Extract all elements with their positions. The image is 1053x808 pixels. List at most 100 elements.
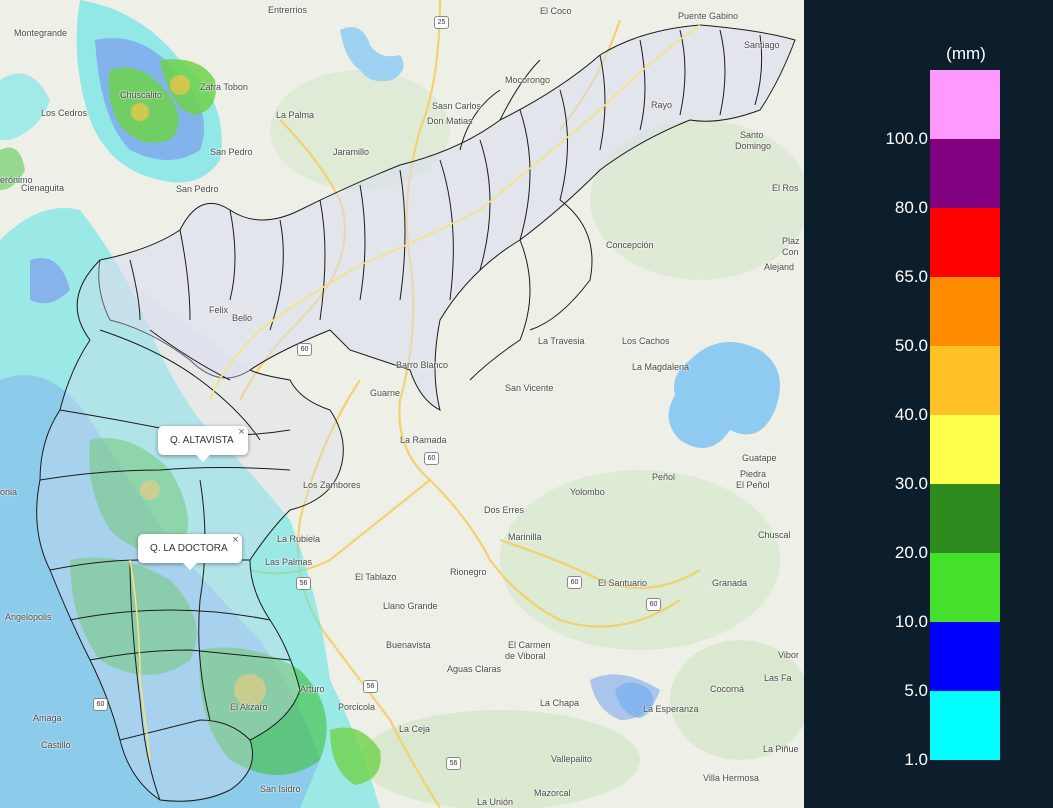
place-label: El Tablazo bbox=[355, 572, 397, 582]
highway-shield: 56 bbox=[296, 577, 311, 590]
legend-swatch bbox=[930, 415, 1000, 484]
legend-swatch bbox=[930, 139, 1000, 208]
place-label: Porcicola bbox=[338, 702, 376, 712]
legend-swatch bbox=[930, 346, 1000, 415]
highway-shield: 56 bbox=[446, 757, 461, 770]
legend-swatch bbox=[930, 484, 1000, 553]
river-layer bbox=[129, 24, 701, 761]
highway-shield: 60 bbox=[297, 343, 312, 356]
place-label: Arturo bbox=[300, 684, 325, 694]
place-label: Yolombo bbox=[570, 487, 605, 497]
close-icon[interactable]: × bbox=[238, 426, 245, 438]
highway-shield: 60 bbox=[646, 598, 661, 611]
place-label: La Piñue bbox=[763, 744, 799, 754]
place-label: Los Cedros bbox=[41, 108, 88, 118]
place-label: Rionegro bbox=[450, 567, 487, 577]
place-label: Barro Blanco bbox=[396, 360, 449, 370]
place-label: El Coco bbox=[540, 6, 572, 16]
place-label: Peñol bbox=[652, 472, 676, 482]
place-label: Sasn Carlos bbox=[432, 101, 482, 111]
place-label: Dos Erres bbox=[484, 505, 525, 515]
legend-tick-label: 30.0 bbox=[894, 474, 928, 493]
place-label: Las Palmas bbox=[265, 557, 313, 567]
place-label: El Santuario bbox=[598, 578, 648, 588]
watershed-popup-altavista[interactable]: Q. ALTAVISTA × bbox=[158, 426, 248, 462]
highway-shield: 25 bbox=[434, 16, 449, 29]
legend-tick-label: 40.0 bbox=[894, 405, 928, 424]
place-label: Las Fa bbox=[764, 673, 792, 683]
legend-tick-label: 65.0 bbox=[894, 267, 928, 286]
place-label: Concepción bbox=[606, 240, 654, 250]
place-label: Montegrande bbox=[14, 28, 68, 38]
highway-shield: 60 bbox=[93, 698, 108, 711]
place-label: La Travesia bbox=[538, 336, 585, 346]
place-label: Vibor bbox=[778, 650, 799, 660]
place-label: La Rubiela bbox=[277, 534, 321, 544]
place-label: San Vicente bbox=[505, 383, 554, 393]
place-label: La Ceja bbox=[399, 724, 431, 734]
place-label: Guatape bbox=[742, 453, 777, 463]
place-label: Villa Hermosa bbox=[703, 773, 759, 783]
precipitation-legend bbox=[804, 0, 1053, 808]
highway-shield: 56 bbox=[363, 680, 378, 693]
legend-tick-label: 20.0 bbox=[894, 543, 928, 562]
highway-shield: 60 bbox=[424, 452, 439, 465]
place-label: La Esperanza bbox=[643, 704, 699, 714]
place-label: Jaramillo bbox=[333, 147, 370, 157]
place-label: Angelopolis bbox=[5, 612, 52, 622]
place-label: Chuscalito bbox=[120, 90, 163, 100]
place-label: La Magdalena bbox=[632, 362, 690, 372]
legend-tick-label: 10.0 bbox=[894, 612, 928, 631]
place-label: San Pedro bbox=[176, 184, 219, 194]
legend-swatch bbox=[930, 208, 1000, 277]
legend-tick-label: 50.0 bbox=[894, 336, 928, 355]
place-label: Mocorongo bbox=[505, 75, 551, 85]
place-label: Con bbox=[782, 247, 799, 257]
place-label: Domingo bbox=[735, 141, 772, 151]
place-label: Santo bbox=[740, 130, 764, 140]
legend-swatch bbox=[930, 553, 1000, 622]
place-label: de Viboral bbox=[505, 651, 546, 661]
place-label: Granada bbox=[712, 578, 748, 588]
place-label: Los Zambores bbox=[303, 480, 361, 490]
place-label: Puente Gabino bbox=[678, 11, 739, 21]
place-label: El Peñol bbox=[736, 480, 770, 490]
place-label: La Ramada bbox=[400, 435, 447, 445]
legend-swatch bbox=[930, 622, 1000, 691]
popup-label: Q. ALTAVISTA bbox=[170, 435, 234, 446]
place-label: Buenavista bbox=[386, 640, 431, 650]
place-label: onia bbox=[0, 487, 18, 497]
legend-tick-label: 5.0 bbox=[904, 681, 928, 700]
legend-swatch bbox=[930, 277, 1000, 346]
close-icon[interactable]: × bbox=[232, 534, 239, 546]
place-label: erónimo bbox=[0, 175, 33, 185]
place-label: Chuscal bbox=[758, 530, 791, 540]
legend-unit: (mm) bbox=[946, 44, 986, 63]
place-label: La Palma bbox=[276, 110, 315, 120]
legend-swatch bbox=[930, 70, 1000, 139]
place-label: Amaga bbox=[33, 713, 62, 723]
place-label: San Isidro bbox=[260, 784, 301, 794]
place-label: El Alizaro bbox=[230, 702, 268, 712]
place-label: Alejand bbox=[764, 262, 795, 272]
highway-shield: 60 bbox=[567, 576, 582, 589]
place-label: Zafra Tobon bbox=[200, 82, 248, 92]
place-label: Piedra bbox=[740, 469, 767, 479]
place-label: Felix bbox=[209, 305, 229, 315]
watershed-popup-la-doctora[interactable]: Q. LA DOCTORA × bbox=[138, 534, 242, 570]
place-label: Plaz bbox=[782, 236, 800, 246]
radar-precipitation-layer bbox=[0, 0, 660, 808]
place-label: El Ros bbox=[772, 183, 799, 193]
place-label: San Pedro bbox=[210, 147, 253, 157]
place-label: Cocorná bbox=[710, 684, 745, 694]
map-canvas[interactable]: Montegrande Entrerrios El Coco Puente Ga… bbox=[0, 0, 804, 808]
place-label: Los Cachos bbox=[622, 336, 670, 346]
place-label: Rayo bbox=[651, 100, 673, 110]
place-label: Bello bbox=[232, 313, 253, 323]
popup-label: Q. LA DOCTORA bbox=[150, 543, 228, 554]
place-label: Guarne bbox=[370, 388, 401, 398]
place-label: Vallepalito bbox=[551, 754, 592, 764]
place-label: Cienaguita bbox=[21, 183, 65, 193]
place-label: El Carmen bbox=[508, 640, 551, 650]
